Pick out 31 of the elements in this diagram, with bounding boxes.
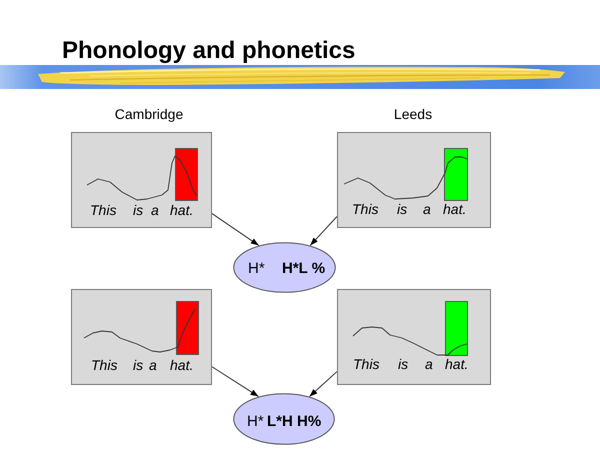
sentence-word: a (151, 202, 159, 218)
arrow (212, 366, 259, 397)
sentence-word: is (397, 201, 408, 217)
sentence-word: is (133, 202, 144, 218)
column-heading: Leeds (394, 106, 432, 122)
tone-label: H* (247, 413, 264, 431)
sentence-word: a (423, 201, 431, 217)
arrow (309, 371, 338, 397)
sentence-word: a (149, 357, 157, 373)
tone-label: H*L % (282, 260, 326, 278)
sentence-word: This (90, 202, 116, 218)
pitch-contour-panel (71, 132, 212, 228)
arrow (212, 213, 260, 246)
sentence-word: hat. (445, 356, 468, 372)
arrow (310, 216, 338, 246)
pitch-contour-panel (71, 289, 212, 385)
sentence-word: hat. (170, 357, 194, 373)
sentence-word: is (133, 357, 144, 373)
tone-label: L*H H% (267, 413, 322, 431)
sentence-word: is (398, 356, 408, 372)
tone-label: H* (248, 260, 265, 278)
slide-title: Phonology and phonetics (62, 37, 356, 65)
sentence-word: hat. (443, 201, 466, 217)
sentence-word: This (91, 357, 118, 373)
pitch-contour-panel (337, 289, 491, 385)
pitch-contour-panel (337, 132, 491, 228)
column-heading: Cambridge (114, 106, 184, 122)
sentence-word: a (425, 356, 433, 372)
sentence-word: This (353, 356, 380, 372)
sentence-word: This (352, 201, 378, 217)
sentence-word: hat. (170, 202, 194, 218)
